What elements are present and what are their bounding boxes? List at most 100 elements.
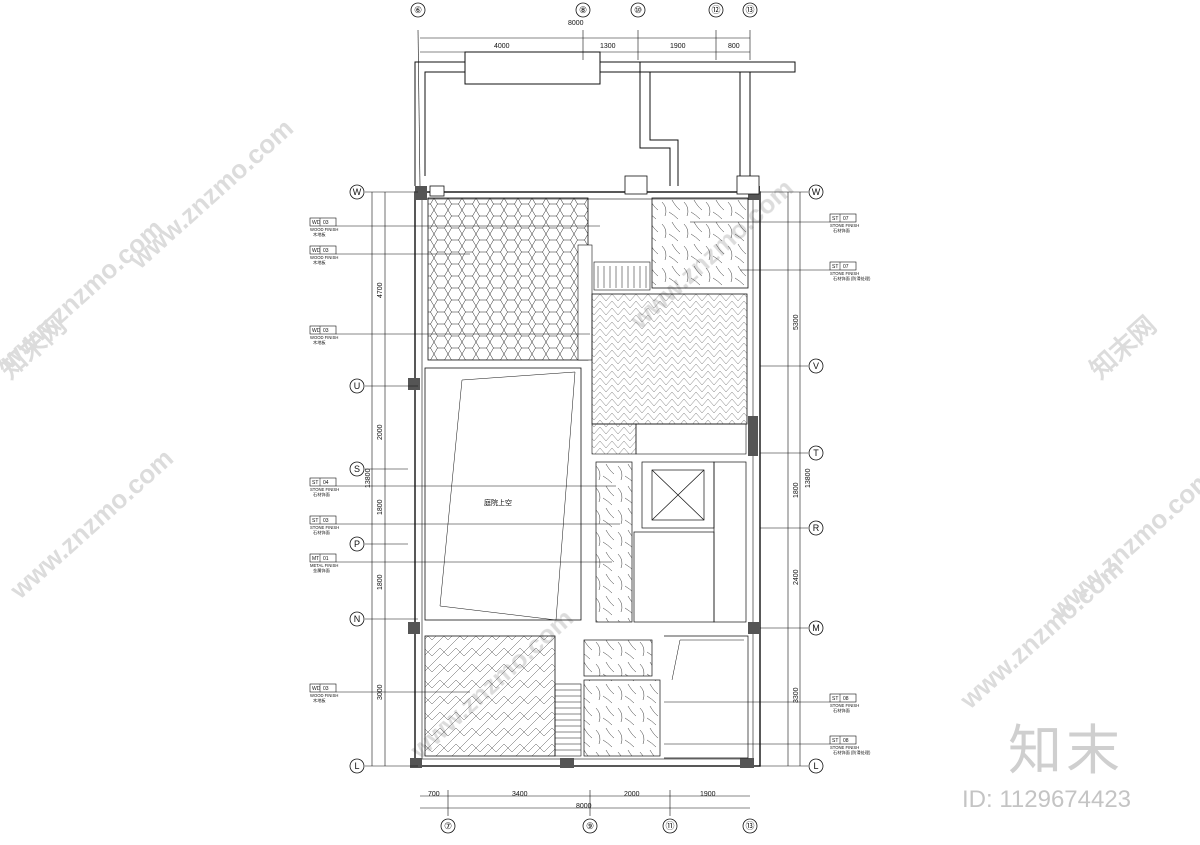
document-id: ID: 1129674423	[962, 786, 1132, 813]
wall-columns	[408, 175, 760, 768]
finish-tag-box	[309, 683, 337, 693]
finish-tag-number: 01	[323, 556, 329, 562]
finish-tag-code: ST	[832, 216, 838, 222]
brand-watermark: 知末网	[1084, 310, 1162, 384]
finish-tag-english: WOOD FINISH	[310, 255, 338, 260]
finish-tag-number: 03	[323, 248, 329, 254]
finish-tag-box	[309, 245, 337, 255]
finish-tag-number: 03	[323, 686, 329, 692]
dim-right-3: 2400	[793, 569, 800, 585]
finish-tag-english: STONE FINISH	[830, 223, 859, 228]
axis-top-4: ⑫	[711, 5, 720, 15]
core-stair	[595, 461, 747, 623]
finish-tag-chinese: 金属饰面	[313, 567, 330, 574]
dim-bottom-1: 700	[428, 791, 440, 798]
finish-tag-code: ST	[832, 696, 838, 702]
axis-bottom-2: ⑨	[586, 821, 594, 831]
dim-top-2: 1300	[600, 43, 616, 50]
finish-tag-english: STONE FINISH	[830, 703, 859, 708]
finish-tag-english: STONE FINISH	[830, 745, 859, 750]
dim-bottom-2: 3400	[512, 791, 528, 798]
axis-bubbles	[349, 2, 824, 834]
finish-tag-english: METAL FINISH	[310, 563, 338, 568]
leader-lines	[336, 221, 830, 745]
finish-tag-number: 03	[323, 518, 329, 524]
finish-tag-box	[309, 477, 337, 487]
finish-tag-number: 07	[843, 264, 849, 270]
axis-right-W: W	[812, 187, 821, 197]
finish-tag-number: 03	[323, 220, 329, 226]
dim-right-4: 3300	[793, 687, 800, 703]
axis-left-P: P	[354, 539, 360, 549]
finish-tag-box	[829, 735, 857, 745]
finish-tag-code: MT	[312, 556, 319, 562]
finish-tag-number: 08	[843, 696, 849, 702]
finish-tag-code: ST	[832, 738, 838, 744]
axis-left-L: L	[354, 761, 359, 771]
finish-tag-chinese: 石材饰面	[833, 227, 850, 234]
dim-left-1: 4700	[377, 282, 384, 298]
finish-tag-code: WD	[312, 328, 321, 334]
finish-tag-chinese: 石材饰面	[833, 707, 850, 714]
dim-bottom-3: 2000	[624, 791, 640, 798]
axis-right-L: L	[813, 761, 818, 771]
dim-top-total: 8000	[568, 20, 584, 27]
dim-right-1: 5300	[793, 314, 800, 330]
finish-tag-box	[829, 693, 857, 703]
finish-tag-number: 03	[323, 328, 329, 334]
finish-tag-box	[309, 515, 337, 525]
courtyard-void	[424, 367, 582, 621]
finish-tag-chinese: 木地板	[313, 339, 326, 346]
bedroom-herringbone-floor	[591, 293, 748, 425]
finish-tag-chinese: 木地板	[313, 259, 326, 266]
bedroom-2-herringbone-floor	[424, 635, 556, 757]
dim-right-total: 13800	[805, 468, 812, 488]
living-room-hex-floor	[427, 197, 589, 361]
axis-left-W: W	[353, 187, 362, 197]
finish-tag-chinese: 石材饰面 (防滑处理)	[833, 749, 871, 756]
finish-tag-chinese: 木地板	[313, 231, 326, 238]
dim-bottom-total: 8000	[576, 803, 592, 810]
site-watermark: www.znzmo.com	[123, 113, 299, 275]
finish-tag-english: WOOD FINISH	[310, 335, 338, 340]
dim-bottom-4: 1900	[700, 791, 716, 798]
finish-tag-english: STONE FINISH	[310, 525, 339, 530]
finish-tag-number: 04	[323, 480, 329, 486]
axis-left-N: N	[354, 614, 361, 624]
site-watermark: www.znzmo.com	[3, 443, 179, 605]
finish-tag-code: ST	[832, 264, 838, 270]
finish-tag-number: 08	[843, 738, 849, 744]
axis-top-2: ⑧	[579, 5, 587, 15]
finish-tag-chinese: 石材饰面	[313, 529, 330, 536]
dim-left-4: 1800	[377, 574, 384, 590]
dim-top-3: 1900	[670, 43, 686, 50]
axis-labels: ⑥ ⑧ ⑩ ⑫ ⑬ ⑦ ⑨ ⑪ ⑬ W U S P N L W V T R M …	[353, 5, 821, 831]
axis-bottom-4: ⑬	[745, 821, 754, 831]
brand-watermark-large: 知末	[1008, 721, 1124, 781]
dim-top-4: 800	[728, 43, 740, 50]
finish-tag-code: WD	[312, 248, 321, 254]
finish-tag-code: WD	[312, 686, 321, 692]
finish-tag-english: STONE FINISH	[830, 271, 859, 276]
dim-top-1: 4000	[494, 43, 510, 50]
finish-tag-chinese: 石材饰面 (防滑处理)	[833, 275, 871, 282]
finish-tag-box	[829, 213, 857, 223]
finish-tag-box	[309, 553, 337, 563]
finish-tag-chinese: 木地板	[313, 697, 326, 704]
finish-tag-box	[829, 261, 857, 271]
dim-left-3: 1800	[377, 499, 384, 515]
finish-tag-code: ST	[312, 480, 318, 486]
